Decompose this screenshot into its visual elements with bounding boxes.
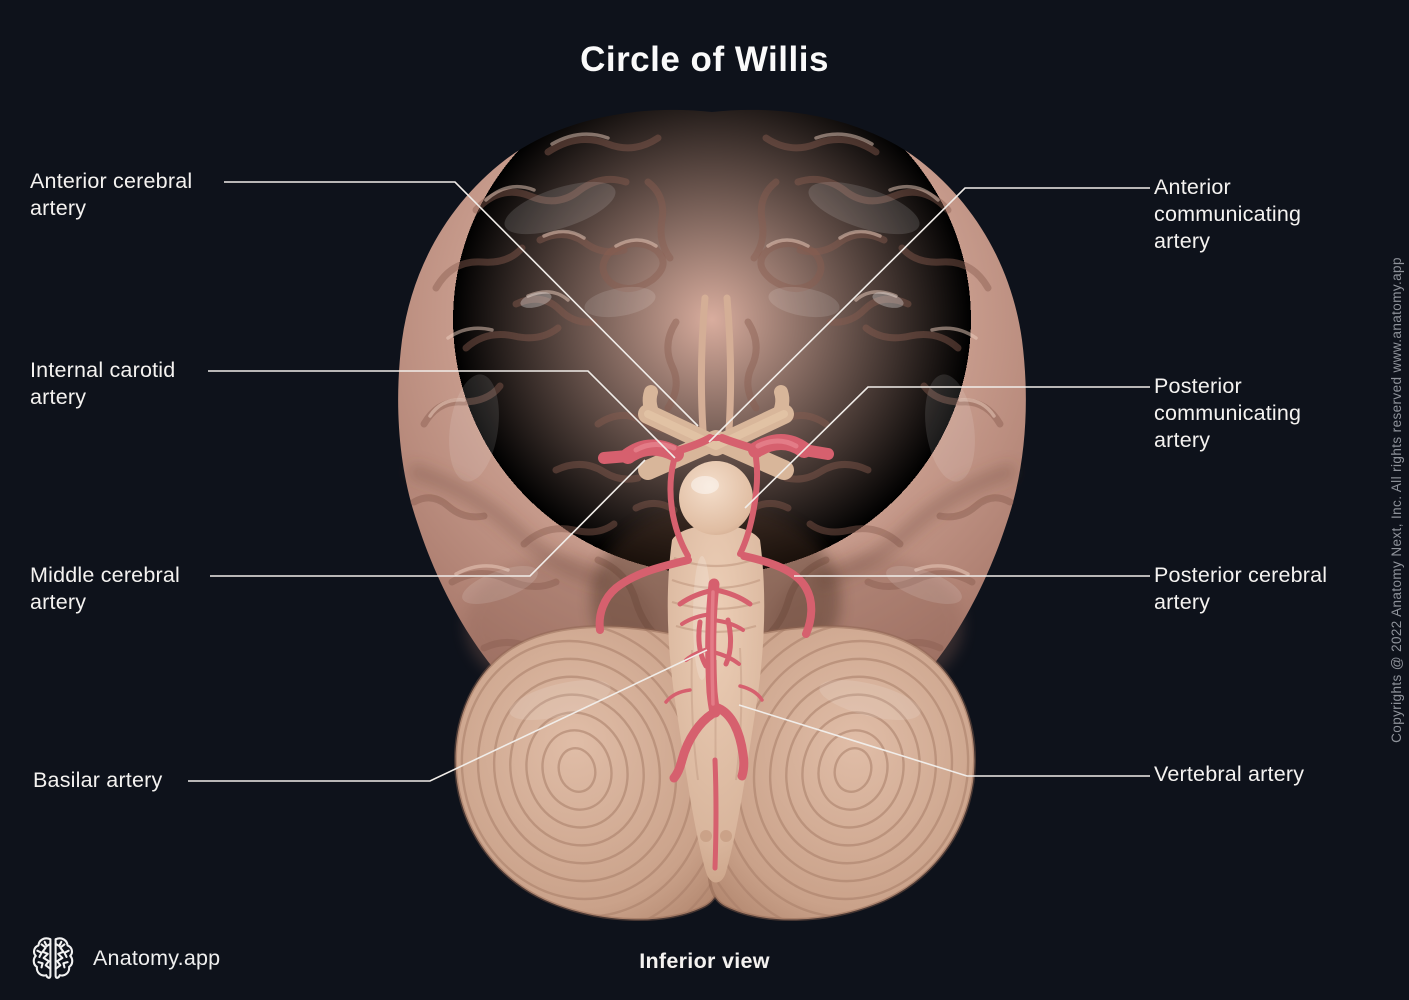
leader-basilar-artery bbox=[188, 649, 708, 782]
circle-of-willis-arteries bbox=[595, 434, 834, 871]
leader-vertebral-artery bbox=[738, 704, 1150, 777]
label-vertebral-artery: Vertebral artery bbox=[1154, 762, 1305, 786]
label-internal-carotid-artery: Internal carotid artery bbox=[30, 358, 176, 409]
leader-anterior-communicating-artery bbox=[708, 187, 1150, 443]
label-middle-cerebral-artery: Middle cerebral artery bbox=[30, 563, 180, 614]
copyright-text: Copyrights @ 2022 Anatomy Next, Inc. All… bbox=[1389, 257, 1404, 743]
label-posterior-communicating-artery: Posterior communicating artery bbox=[1154, 374, 1302, 452]
leader-anterior-cerebral-artery bbox=[224, 181, 699, 427]
leader-posterior-communicating-artery bbox=[744, 386, 1150, 509]
view-label: Inferior view bbox=[639, 949, 770, 973]
label-anterior-communicating-artery: Anterior communicating artery bbox=[1154, 175, 1302, 253]
leader-internal-carotid-artery bbox=[208, 370, 676, 459]
page-title: Circle of Willis bbox=[580, 40, 829, 79]
brand-name: Anatomy.app bbox=[93, 945, 221, 970]
label-posterior-cerebral-artery: Posterior cerebral artery bbox=[1154, 563, 1328, 614]
brain-logo-icon bbox=[28, 933, 78, 983]
pituitary-region bbox=[679, 461, 753, 535]
leader-middle-cerebral-artery bbox=[210, 459, 646, 577]
brand: Anatomy.app bbox=[28, 931, 220, 985]
label-basilar-artery: Basilar artery bbox=[33, 768, 163, 792]
label-anterior-cerebral-artery: Anterior cerebral artery bbox=[30, 169, 193, 220]
